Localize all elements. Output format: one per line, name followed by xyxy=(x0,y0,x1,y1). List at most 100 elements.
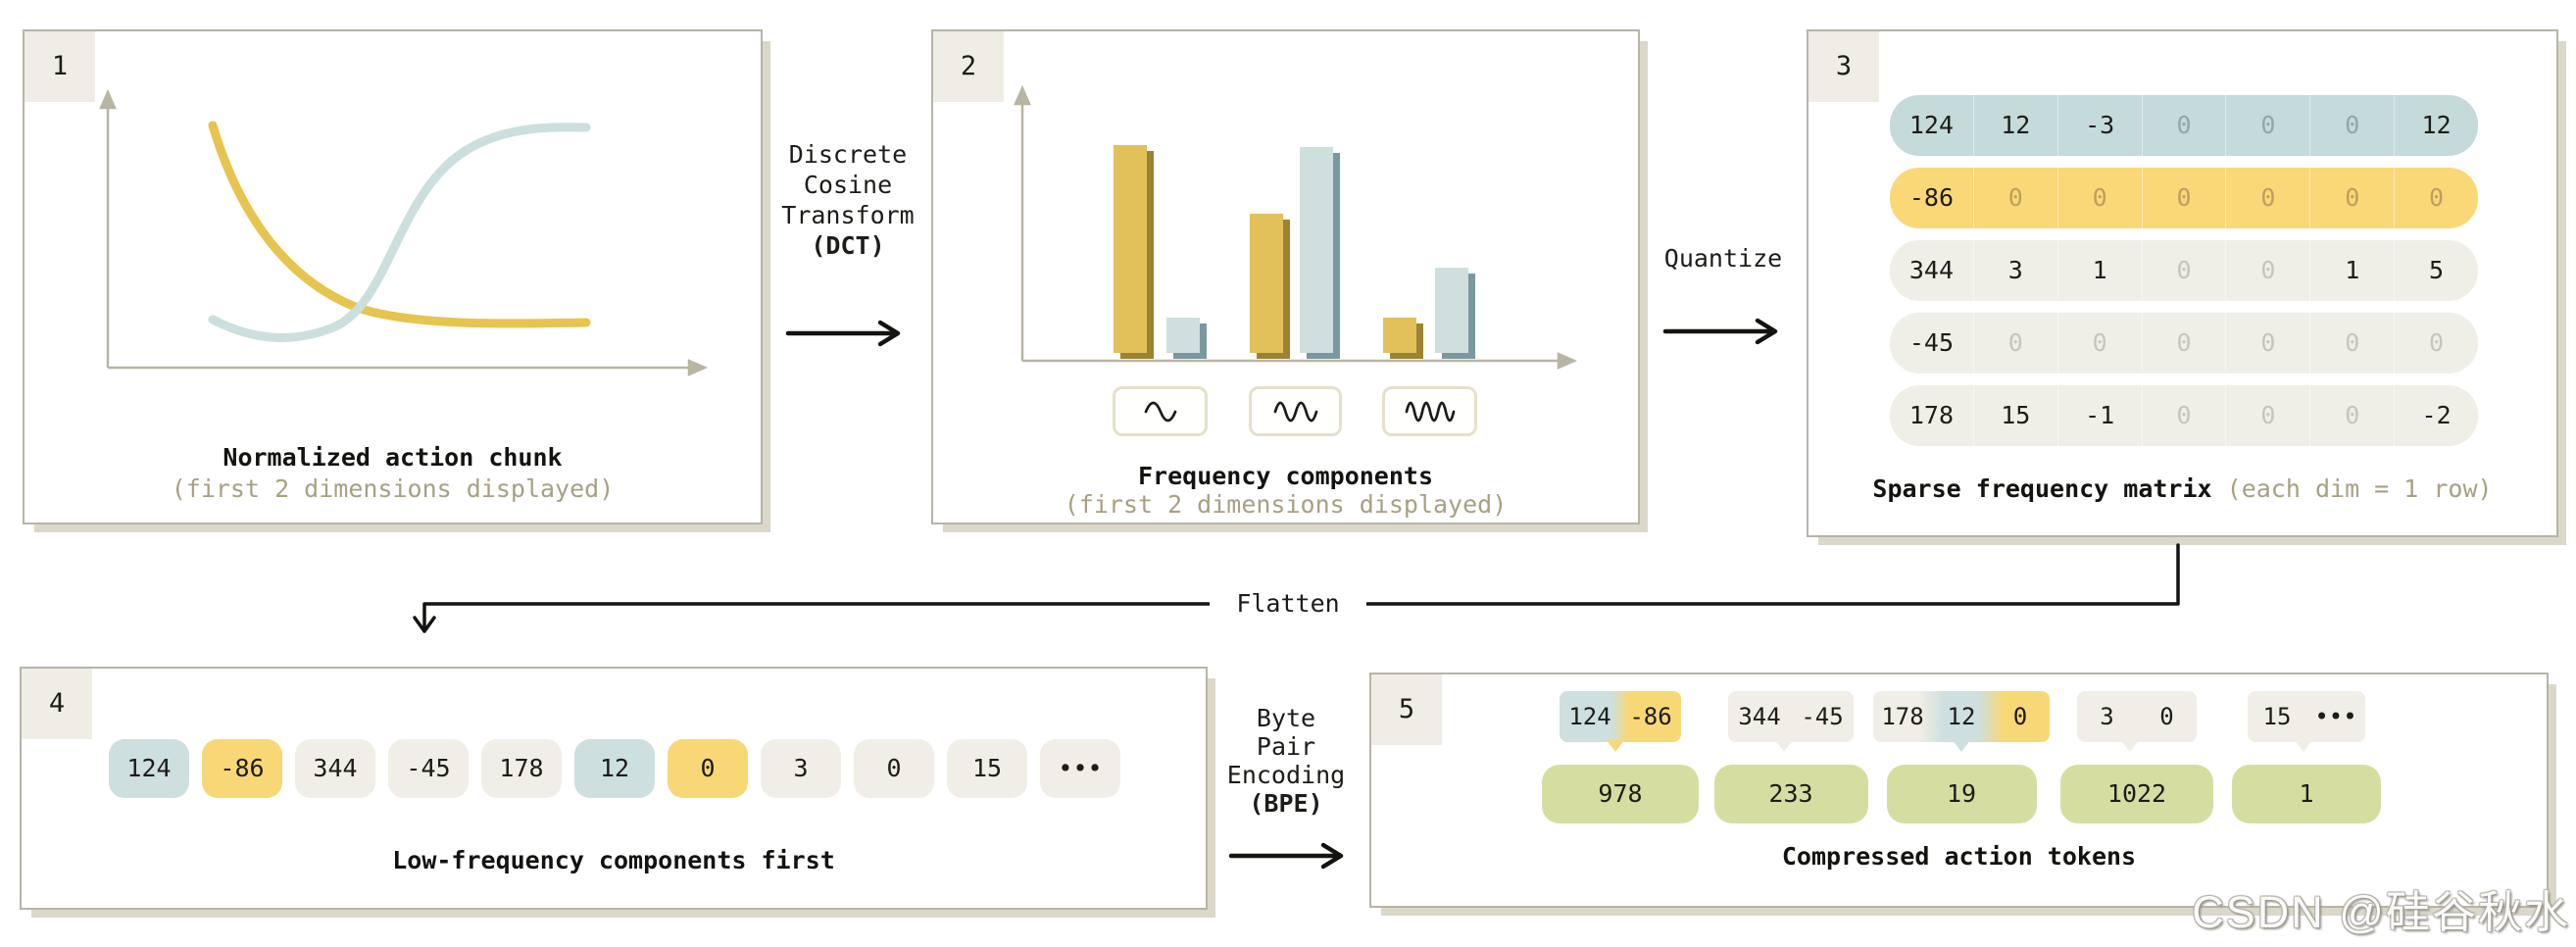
step-number: 1 xyxy=(51,51,69,81)
callout-pointer-icon xyxy=(1953,740,1970,752)
matrix-cell: 5 xyxy=(2394,240,2478,301)
token-source-callout: 124-86 xyxy=(1560,691,1681,742)
step-badge-1: 1 xyxy=(25,31,95,102)
flattened-token: 0 xyxy=(668,739,748,798)
bpe-arrow-icon xyxy=(1228,842,1344,870)
low-frequency-wave-icon xyxy=(1113,386,1208,436)
step-badge-2: 2 xyxy=(933,31,1004,102)
source-value-chip: 344 xyxy=(1738,703,1781,730)
frequency-bar xyxy=(1383,318,1416,353)
matrix-cell: 0 xyxy=(2225,313,2309,374)
step-badge-4: 4 xyxy=(22,669,92,739)
matrix-cell: 344 xyxy=(1908,256,1954,284)
callout-pointer-icon xyxy=(1607,740,1624,752)
matrix-cell: 0 xyxy=(2225,385,2309,446)
bpe-line3: Encoding xyxy=(1226,761,1346,789)
matrix-cell: 0 xyxy=(2225,95,2309,156)
matrix-cell: 0 xyxy=(2394,168,2478,228)
source-value-chip: 178 xyxy=(1881,703,1924,730)
matrix-cell: -1 xyxy=(2056,385,2142,446)
frequency-bar xyxy=(1435,268,1468,353)
source-value-chip: 0 xyxy=(2159,703,2174,730)
panel1-caption: Normalized action chunk xyxy=(223,443,563,472)
frequency-bar xyxy=(1114,145,1147,353)
matrix-cell: 0 xyxy=(2141,240,2226,301)
matrix-cell: 0 xyxy=(2141,313,2226,374)
source-value-chip: 0 xyxy=(2012,703,2028,730)
matrix-cell: 0 xyxy=(1972,168,2057,228)
step-number: 2 xyxy=(960,51,977,81)
high-frequency-wave-icon xyxy=(1382,386,1477,436)
action-dim1-curve xyxy=(208,121,591,328)
dct-line1: Discrete xyxy=(788,140,908,169)
action-dim2-curve xyxy=(208,123,591,342)
panel3-caption-main: Sparse frequency matrix xyxy=(1872,474,2212,503)
frequency-chart-axes xyxy=(1014,84,1578,370)
panel4-caption: Low-frequency components first xyxy=(392,846,835,874)
dct-arrow-icon xyxy=(785,320,901,347)
matrix-cell: 0 xyxy=(2394,313,2478,374)
callout-pointer-icon xyxy=(2295,740,2312,752)
flattened-token: -45 xyxy=(388,739,469,798)
flattened-token: 12 xyxy=(574,739,655,798)
flattened-token: 0 xyxy=(854,739,934,798)
source-value-chip: -45 xyxy=(1801,703,1844,730)
action-chunk-chart xyxy=(99,88,709,376)
panel-normalized-action-chunk: 1 Normalized action chunk (first 2 dimen… xyxy=(23,29,763,524)
matrix-cell: 12 xyxy=(2394,95,2478,156)
frequency-bar xyxy=(1166,318,1200,353)
flattened-token: 178 xyxy=(481,739,562,798)
matrix-cell: 3 xyxy=(1972,240,2057,301)
matrix-cell: -45 xyxy=(1908,328,1954,357)
matrix-cell: 0 xyxy=(2225,168,2309,228)
quantize-label: Quantize xyxy=(1663,244,1783,273)
matrix-cell: 0 xyxy=(2309,385,2394,446)
matrix-cell: 0 xyxy=(1972,313,2057,374)
step-number: 3 xyxy=(1835,51,1853,81)
matrix-cell: 0 xyxy=(2056,313,2142,374)
flattened-token: 3 xyxy=(761,739,841,798)
matrix-cell: -3 xyxy=(2056,95,2142,156)
panel3-caption-note: (each dim = 1 row) xyxy=(2226,474,2493,503)
bpe-line1: Byte xyxy=(1256,704,1316,732)
compressed-action-token: 1 xyxy=(2232,765,2381,823)
source-value-chip: 3 xyxy=(2100,703,2114,730)
csdn-watermark: CSDN @硅谷秋水 xyxy=(2192,887,2570,937)
source-value-chip: ••• xyxy=(2314,703,2357,730)
frequency-bar xyxy=(1300,147,1333,353)
flattened-token: 15 xyxy=(947,739,1027,798)
source-value-chip: 15 xyxy=(2262,703,2292,730)
matrix-cell: 0 xyxy=(2141,95,2226,156)
source-value-chip: 12 xyxy=(1947,703,1976,730)
bpe-abbrev: (BPE) xyxy=(1249,789,1323,818)
step-number: 4 xyxy=(48,688,66,719)
flattened-token: 344 xyxy=(295,739,375,798)
frequency-bar xyxy=(1250,214,1283,353)
dct-line2: Cosine xyxy=(803,171,893,199)
quantize-arrow-icon xyxy=(1662,318,1778,345)
matrix-cell: 0 xyxy=(2309,95,2394,156)
matrix-cell: 0 xyxy=(2056,168,2142,228)
dct-line3: Transform xyxy=(781,201,915,229)
step-badge-5: 5 xyxy=(1371,674,1442,745)
compressed-action-token: 978 xyxy=(1542,765,1699,823)
compressed-action-token: 1022 xyxy=(2060,765,2213,823)
bpe-line2: Pair xyxy=(1256,732,1316,761)
matrix-cell: -86 xyxy=(1908,183,1954,212)
matrix-cell: 0 xyxy=(2309,313,2394,374)
panel5-caption: Compressed action tokens xyxy=(1781,842,2137,871)
flatten-label: Flatten xyxy=(1210,587,1366,621)
source-value-chip: 124 xyxy=(1568,703,1611,730)
compressed-action-token: 233 xyxy=(1713,765,1868,823)
panel1-subcaption: (first 2 dimensions displayed) xyxy=(171,474,615,503)
matrix-cell: 1 xyxy=(2056,240,2142,301)
matrix-cell: 0 xyxy=(2225,240,2309,301)
dct-abbrev: (DCT) xyxy=(811,231,885,260)
